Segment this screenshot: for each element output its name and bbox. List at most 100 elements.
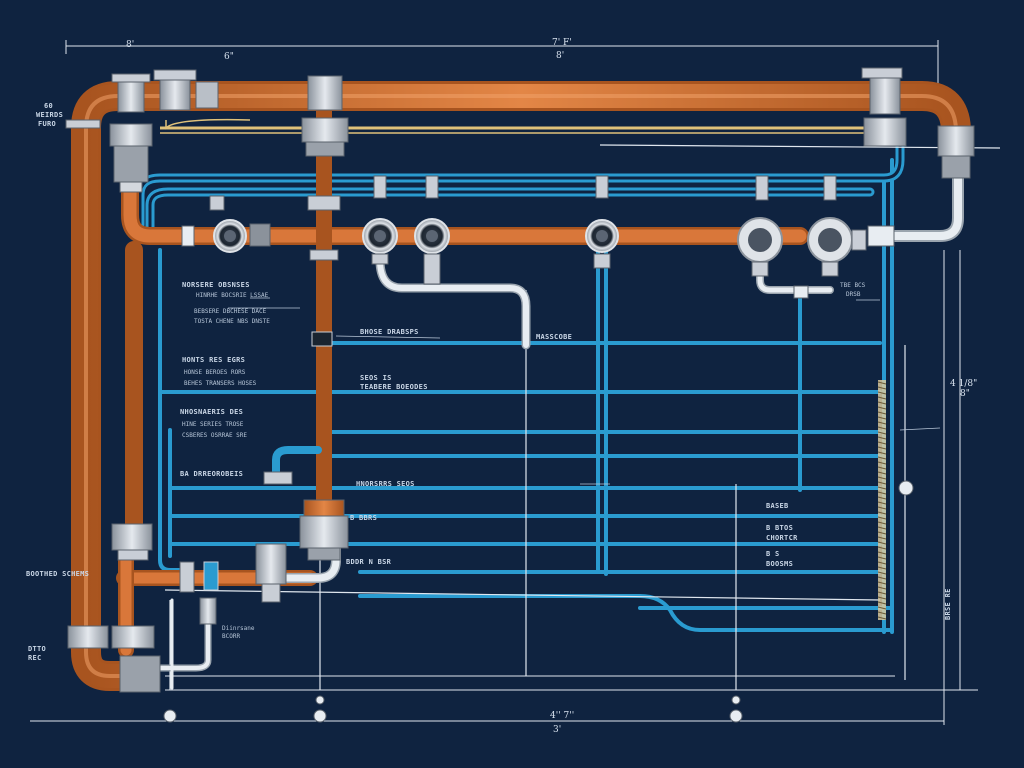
hot-water-main — [71, 81, 971, 691]
manifold-tick — [877, 461, 887, 465]
manifold-tick — [877, 456, 887, 460]
manifold-tick — [877, 391, 887, 395]
pressure-gauges — [181, 175, 914, 496]
label-block1: HINRHE BOCSRIE LSSAE — [196, 292, 269, 299]
manifold-tick — [877, 471, 887, 475]
label-block1: TOSTA CHENE NBS DNSTE — [194, 318, 270, 325]
manifold-tick — [877, 386, 887, 390]
gas-line — [160, 118, 866, 134]
manifold-tick — [877, 496, 887, 500]
annotation-labels: 60 WEIRDS FURO NORSERE OBSNSES HINRHE BO… — [26, 102, 866, 662]
manifold-tick — [877, 546, 887, 550]
gauge-icon — [585, 175, 619, 269]
label-block1: NORSERE OBSNSES — [182, 281, 250, 289]
label-left-bottom: REC — [28, 654, 42, 662]
label-right-a: CHORTCR — [766, 534, 798, 542]
label-lower-left: BCORR — [222, 633, 240, 640]
manifold-tick — [877, 421, 887, 425]
right-manifold — [877, 380, 887, 620]
dim-right-side: 4 1/8" — [950, 379, 977, 389]
label-block3: CSBERES OSRRAE SRE — [182, 432, 247, 439]
gauge-icon — [414, 175, 450, 285]
label-block2: HONSE BEROES RORS — [184, 369, 246, 376]
manifold-tick — [877, 596, 887, 600]
manifold-tick — [877, 416, 887, 420]
label-block2: BEHES TRANSERS HOSES — [184, 380, 257, 387]
label-block4: BA DRREOROBEIS — [180, 470, 243, 478]
manifold-tick — [877, 616, 887, 620]
manifold-tick — [877, 566, 887, 570]
dim-top-right-2: 8' — [556, 51, 564, 61]
manifold-tick — [877, 601, 887, 605]
label-left-top: 60 — [44, 102, 53, 110]
manifold-tick — [877, 581, 887, 585]
label-right-b: B S — [766, 550, 780, 558]
label-right-a: B BTOS — [766, 524, 793, 532]
manifold-tick — [877, 531, 887, 535]
leader-lines — [228, 297, 941, 485]
cold-water-lines — [158, 341, 892, 632]
label-mid-c: MASSCOBE — [536, 333, 572, 341]
label-mid-f: BDDR N BSR — [346, 558, 392, 566]
label-left-mid: BOOTHED SCHEMS — [26, 570, 89, 578]
manifold-tick — [877, 406, 887, 410]
label-lower-left: Diinrsane — [222, 625, 255, 632]
label-block3: HINE SERIES TROSE — [182, 421, 244, 428]
manifold-tick — [877, 426, 887, 430]
manifold-tick — [877, 491, 887, 495]
gauge-icon — [807, 175, 867, 277]
manifold-tick — [877, 411, 887, 415]
dim-right-side-2: 8" — [960, 389, 970, 399]
manifold-tick — [877, 536, 887, 540]
manifold-tick — [877, 521, 887, 525]
gauge-icon — [362, 175, 398, 265]
manifold-tick — [877, 516, 887, 520]
dim-top-right: 7' F' — [552, 38, 572, 48]
label-right-a: BASEB — [766, 502, 789, 510]
manifold-tick — [877, 541, 887, 545]
label-mid-b: SEOS IS — [360, 374, 392, 382]
manifold-tick — [877, 506, 887, 510]
label-right-b: BOOSMS — [766, 560, 793, 568]
manifold-tick — [877, 436, 887, 440]
label-block3: NHOSNAERIS DES — [180, 408, 243, 416]
manifold-tick — [877, 606, 887, 610]
gauge-icon — [209, 195, 271, 253]
label-mid-d: HNORSRRS SEOS — [356, 480, 415, 488]
manifold-tick — [877, 481, 887, 485]
manifold-tick — [877, 446, 887, 450]
dim-bottom-center-2: 3' — [553, 725, 561, 735]
manifold-tick — [877, 466, 887, 470]
manifold-tick — [877, 561, 887, 565]
label-left-top: FURO — [38, 120, 56, 128]
manifold-tick — [877, 501, 887, 505]
label-left-top: WEIRDS — [36, 111, 63, 119]
manifold-tick — [877, 476, 887, 480]
label-block1: BEBSERE DBCHESE DACE — [194, 308, 267, 315]
label-pump-note: DRSB — [846, 291, 861, 298]
manifold-tick — [877, 526, 887, 530]
manifold-tick — [877, 431, 887, 435]
manifold-tick — [877, 611, 887, 615]
dim-top-left: 8' — [126, 40, 134, 50]
manifold-tick — [877, 571, 887, 575]
manifold-tick — [877, 551, 887, 555]
label-mid-a: BHOSE DRABSPS — [360, 328, 419, 336]
gauge-icon — [737, 175, 783, 277]
manifold-tick — [877, 381, 887, 385]
label-mid-b: TEABERE BOEODES — [360, 383, 428, 391]
dim-top-left-2: 6" — [224, 52, 234, 62]
dimension-frame — [30, 40, 978, 725]
label-mid-e: B BBRS — [350, 514, 377, 522]
label-left-bottom: DTTO — [28, 645, 46, 653]
label-pump-note: TBE BCS — [840, 282, 866, 289]
floor-drains — [163, 695, 743, 723]
manifold-tick — [877, 586, 887, 590]
pipe-fittings — [65, 67, 975, 693]
dim-bottom-center: 4'' 7'' — [550, 711, 574, 721]
manifold-tick — [877, 591, 887, 595]
manifold-tick — [877, 556, 887, 560]
manifold-tick — [877, 576, 887, 580]
manifold-tick — [877, 396, 887, 400]
